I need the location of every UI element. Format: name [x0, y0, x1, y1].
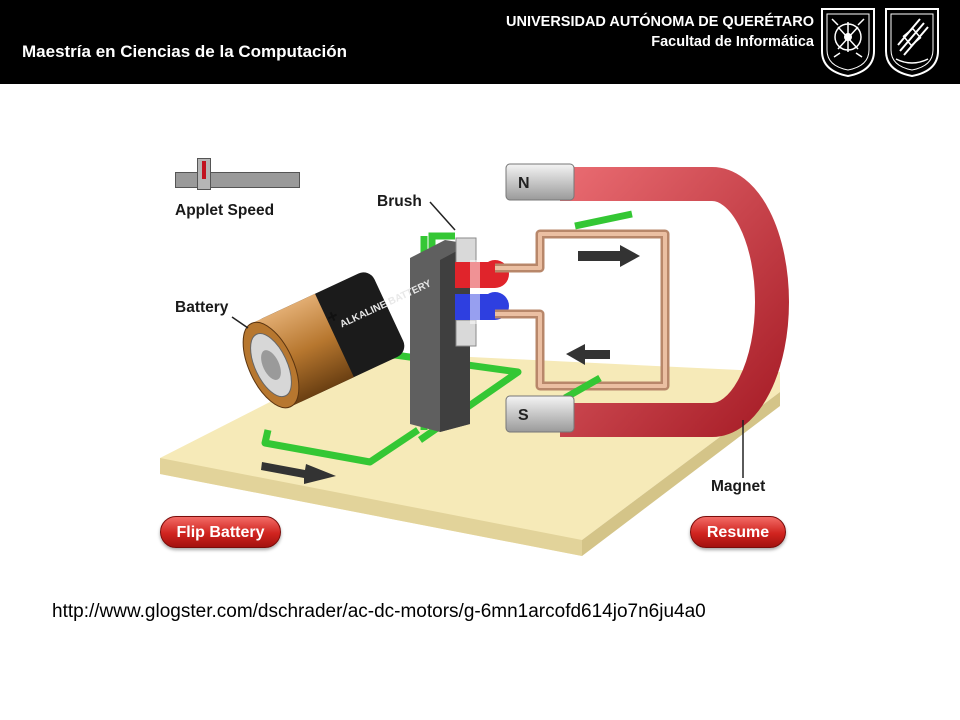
green-wire [261, 427, 420, 466]
speed-slider-track[interactable] [175, 172, 300, 188]
south-pole-label: S [518, 407, 529, 424]
source-url-link[interactable]: http://www.glogster.com/dschrader/ac-dc-… [52, 601, 706, 622]
horseshoe-magnet [560, 167, 789, 437]
header-bar: Maestría en Ciencias de la Computación U… [0, 0, 960, 84]
applet-speed-label: Applet Speed [175, 202, 275, 219]
university-seal-logo [821, 8, 875, 78]
battery-label: Battery [175, 299, 229, 316]
university-name: UNIVERSIDAD AUTÓNOMA DE QUERÉTARO [506, 14, 814, 30]
current-arrow-top [578, 245, 640, 267]
magnet-label: Magnet [711, 478, 766, 495]
faculty-seal-logo [885, 8, 939, 78]
dc-motor-illustration: N S ALKALINE BATTERY + [160, 163, 789, 556]
flip-battery-button[interactable]: Flip Battery [160, 516, 281, 548]
north-pole-label: N [518, 175, 530, 192]
current-arrow-board [261, 462, 336, 484]
course-title: Maestría en Ciencias de la Computación [22, 42, 347, 61]
speed-slider-thumb[interactable] [197, 158, 211, 190]
faculty-name: Facultad de Informática [651, 34, 814, 50]
current-arrow-bottom [566, 344, 610, 365]
battery: ALKALINE BATTERY + [242, 272, 434, 409]
resume-button[interactable]: Resume [690, 516, 786, 548]
brush-label: Brush [377, 193, 422, 210]
